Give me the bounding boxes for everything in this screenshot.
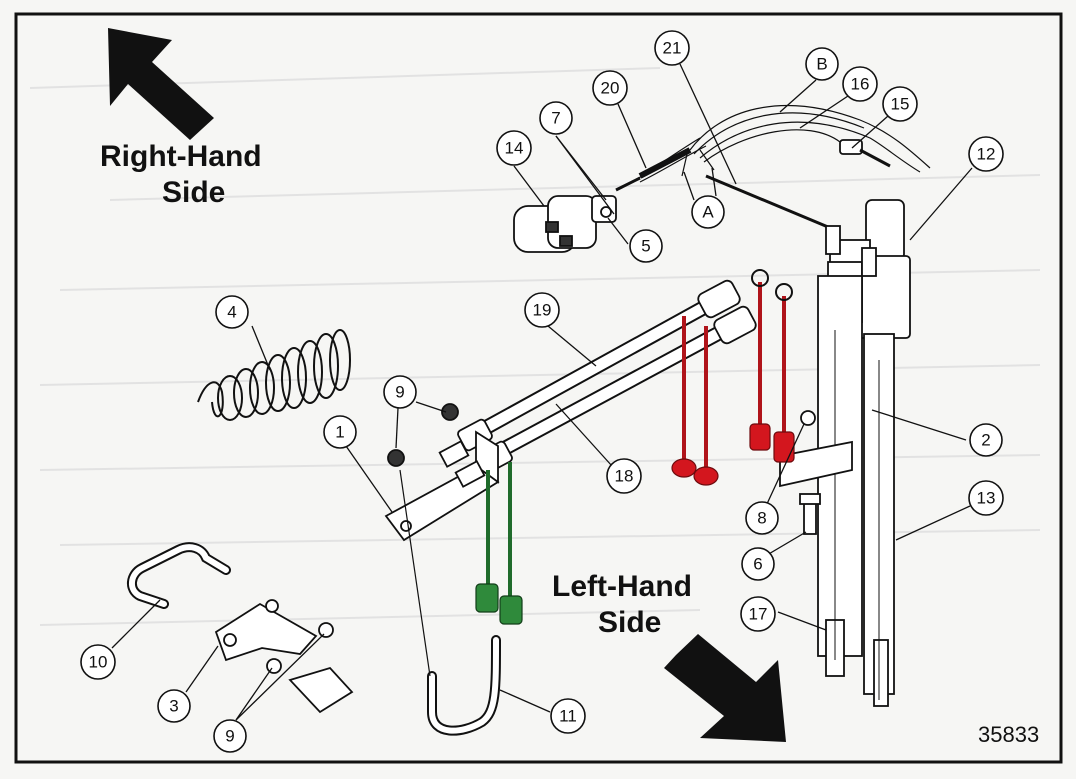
callout-18: 18 [606,458,642,494]
right-hand-arrow-icon [108,28,214,140]
callout-1: 1 [323,415,357,449]
callout-11: 11 [550,698,586,734]
svg-text:A: A [702,203,714,222]
callout-10: 10 [80,644,116,680]
callout-15: 15 [882,86,918,122]
callout-13: 13 [968,480,1004,516]
cable-bundle [635,104,931,234]
svg-text:12: 12 [977,145,996,164]
svg-text:3: 3 [169,697,178,716]
svg-text:21: 21 [663,39,682,58]
svg-text:18: 18 [615,467,634,486]
svg-text:10: 10 [89,653,108,672]
callout-5: 5 [629,229,663,263]
callout-2: 2 [969,423,1003,457]
left-hand-side-label: Side [598,606,661,639]
leader-lines [111,63,973,721]
svg-text:9: 9 [225,727,234,746]
diagram-frame [14,12,1063,764]
callout-A: A [691,195,725,229]
svg-text:15: 15 [891,95,910,114]
svg-text:16: 16 [851,75,870,94]
mounting-bracket-part [384,403,500,542]
callout-19: 19 [524,292,560,328]
callout-17: 17 [740,596,776,632]
bleed-through-texture [29,67,1041,626]
svg-text:9: 9 [395,383,404,402]
callout-9-bottom: 9 [213,719,247,753]
svg-text:8: 8 [757,509,766,528]
callout-8: 8 [745,501,779,535]
callout-16: 16 [842,66,878,102]
actuator-motor-part [513,176,641,253]
green-pins [475,462,523,625]
callout-3: 3 [157,689,191,723]
callout-12: 12 [968,136,1004,172]
svg-text:5: 5 [641,237,650,256]
callout-B: B [805,47,839,81]
callout-20: 20 [592,70,628,106]
svg-text:1: 1 [335,423,344,442]
spring-part [197,329,351,421]
red-pins [671,269,795,486]
right-hand-side-label: Side [162,176,225,209]
callout-21: 21 [654,30,690,66]
callout-4: 4 [215,295,249,329]
callout-7: 7 [539,101,573,135]
svg-text:20: 20 [601,79,620,98]
svg-text:B: B [816,55,827,74]
svg-text:14: 14 [505,139,524,158]
figure-id: 35833 [978,722,1039,747]
u-rod-part [399,469,501,736]
callout-9-top: 9 [383,375,417,409]
cylinder-assembly [779,199,911,707]
left-hand-arrow-icon [664,634,786,742]
svg-text:17: 17 [749,605,768,624]
callout-14: 14 [496,130,532,166]
svg-text:6: 6 [753,555,762,574]
u-bolt-part [127,542,354,714]
svg-text:4: 4 [227,303,236,322]
right-hand-label: Right-Hand [100,140,262,173]
svg-text:2: 2 [981,431,990,450]
left-hand-label: Left-Hand [552,570,692,603]
svg-text:13: 13 [977,489,996,508]
svg-text:11: 11 [559,707,577,726]
svg-text:7: 7 [551,109,560,128]
svg-text:19: 19 [533,301,552,320]
callout-6: 6 [741,547,775,581]
